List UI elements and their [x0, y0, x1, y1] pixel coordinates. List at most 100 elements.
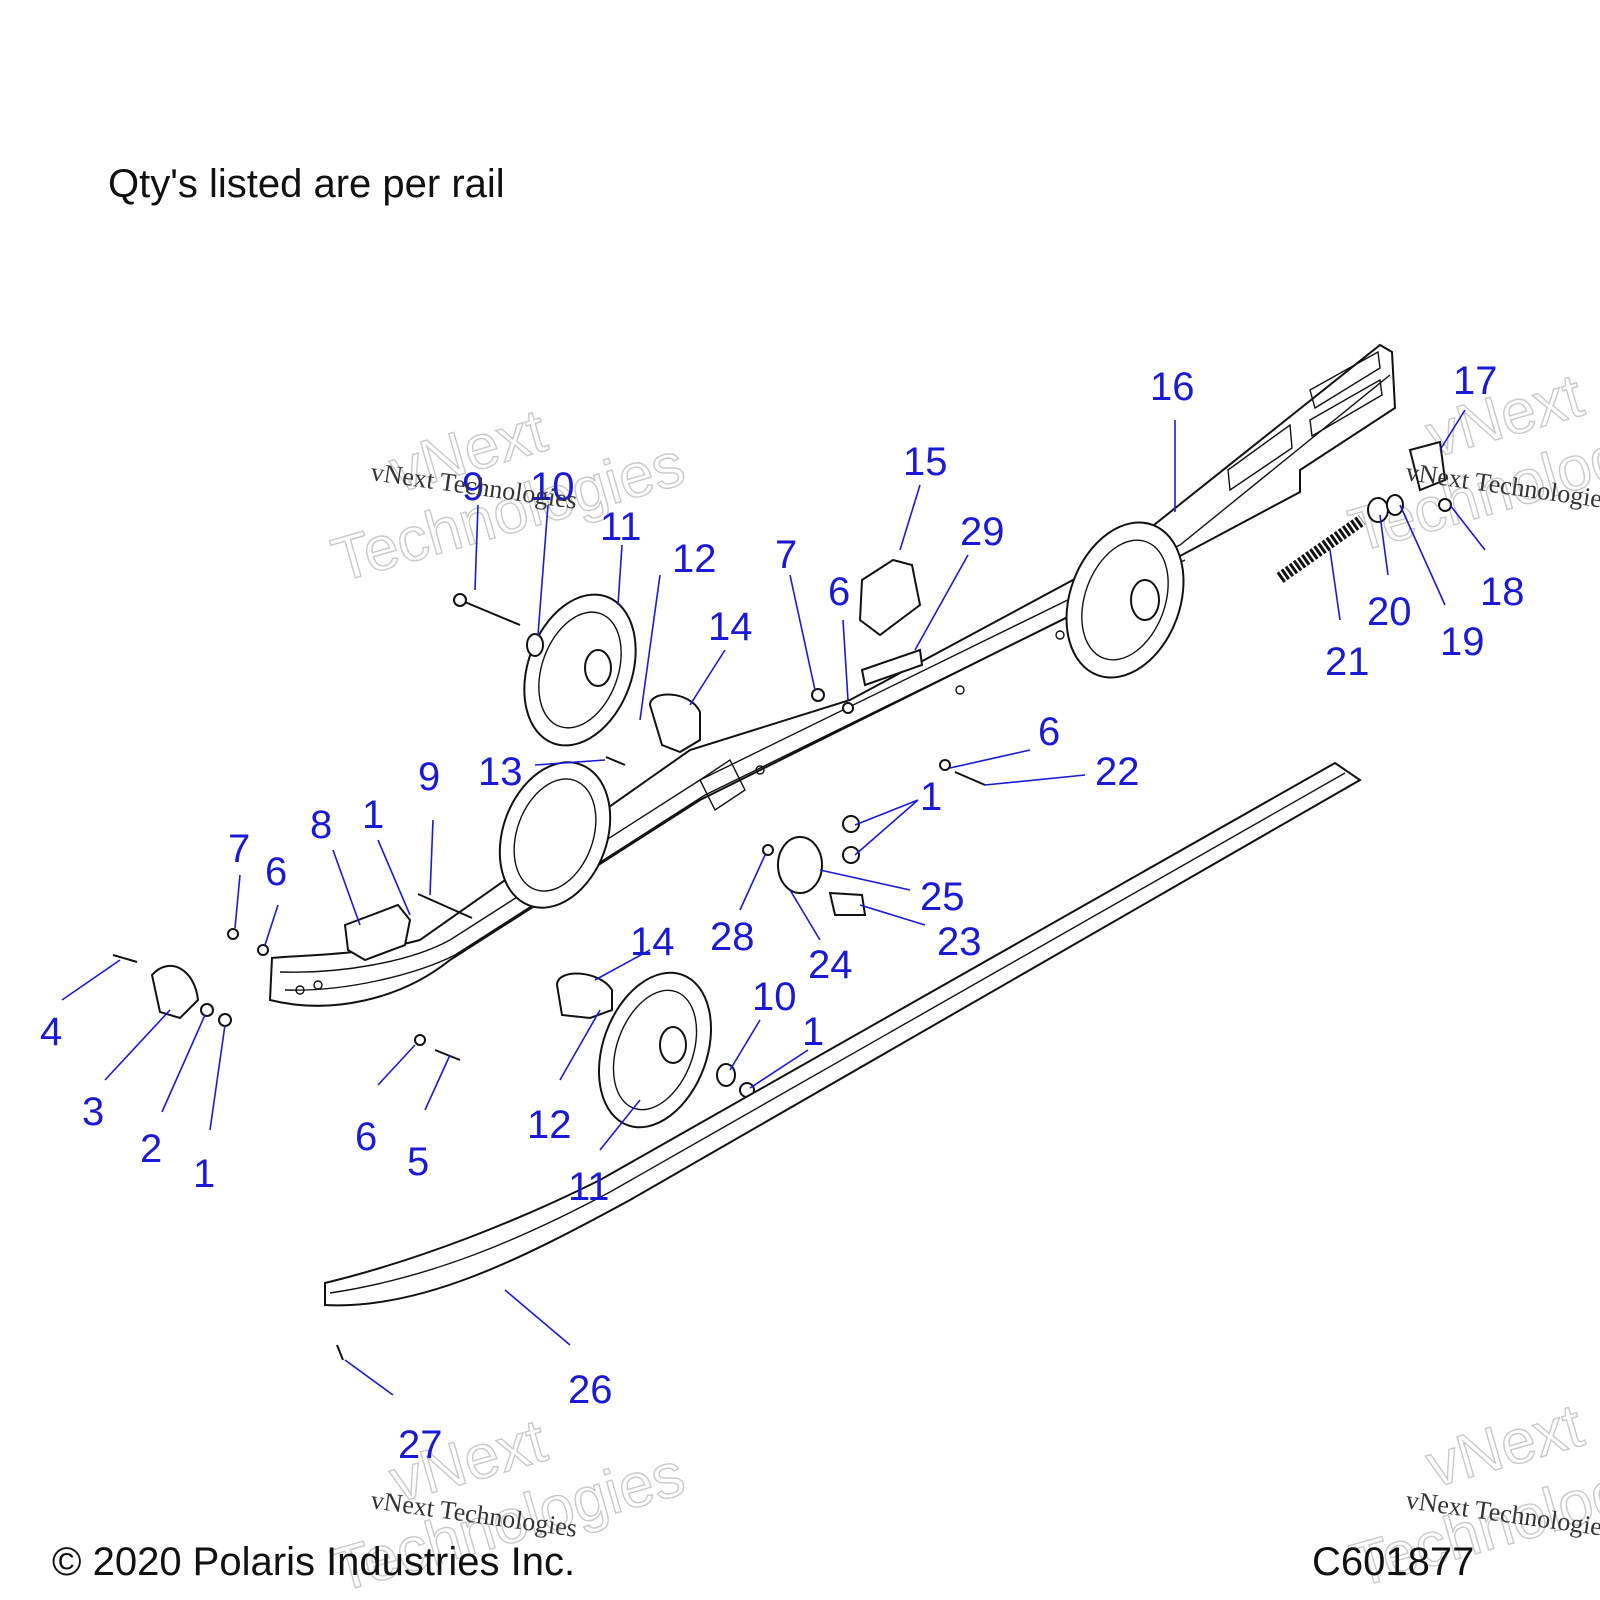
callout-12: 12: [672, 537, 717, 581]
wheel-rim: [498, 761, 612, 909]
callout-5: 5: [407, 1140, 429, 1184]
callout-26: 26: [568, 1368, 613, 1412]
rail-assembly: [268, 343, 1397, 1007]
bolt: [434, 1049, 461, 1061]
callout-4: 4: [40, 1010, 62, 1054]
slider-block: [150, 964, 200, 1020]
washer: [200, 1003, 214, 1017]
callout-9: 9: [462, 465, 484, 509]
wheel-rim: [597, 971, 713, 1129]
callout-10: 10: [530, 465, 575, 509]
wheel-upper-left: [523, 593, 637, 747]
callout-13: 13: [478, 750, 523, 794]
spring: [1276, 515, 1366, 583]
adjuster-plate: [1408, 440, 1447, 492]
leader-lines: [61, 409, 1486, 1396]
copyright-notice: © 2020 Polaris Industries Inc.: [52, 1540, 576, 1584]
spacer-block: [858, 558, 922, 637]
bracket: [343, 903, 412, 962]
small-clip: [762, 844, 774, 856]
bolt-head: [453, 593, 467, 607]
callout-6b: 6: [1038, 710, 1060, 754]
rail-hole: [755, 765, 765, 775]
nut: [227, 928, 239, 940]
bolt: [417, 893, 473, 919]
callout-1d: 1: [193, 1152, 215, 1196]
rail-hole: [955, 685, 965, 695]
callout-8: 8: [310, 803, 332, 847]
callout-20: 20: [1367, 590, 1412, 634]
callout-1a: 1: [920, 775, 942, 819]
slide-rail: [324, 761, 1362, 1361]
washer: [939, 759, 951, 771]
rail-beam: [268, 343, 1397, 1007]
callout-14b: 14: [630, 920, 675, 964]
callout-18: 18: [1480, 570, 1525, 614]
callout-11b: 11: [568, 1165, 610, 1209]
callout-7b: 7: [228, 827, 250, 871]
callout-15: 15: [903, 440, 948, 484]
callout-21: 21: [1325, 640, 1370, 684]
nut: [842, 846, 860, 864]
rail-cutout: [1227, 423, 1293, 492]
rail-cutout: [1309, 350, 1381, 410]
bolt: [954, 771, 986, 786]
washer: [842, 702, 854, 714]
nut: [218, 1013, 232, 1027]
bracket: [648, 693, 701, 754]
washer: [414, 1034, 426, 1046]
figure-id: C601877: [1312, 1540, 1475, 1584]
rail-cutout: [699, 758, 746, 812]
washer: [257, 944, 269, 956]
callout-16: 16: [1150, 365, 1195, 409]
spacer: [828, 891, 867, 916]
washer: [1367, 497, 1389, 523]
wheel-rim: [1065, 521, 1185, 679]
callout-27: 27: [398, 1423, 443, 1467]
callout-6c: 6: [265, 850, 287, 894]
rail-upper-edge: [279, 374, 1391, 973]
wheel-rim: [523, 593, 637, 747]
rail-hole: [1055, 630, 1065, 640]
wheel-spokes: [538, 611, 622, 729]
callout-12b: 12: [527, 1103, 572, 1147]
bracket: [555, 972, 613, 1020]
nut: [1438, 498, 1452, 512]
slide-rail-body: [324, 761, 1362, 1307]
wheel-hub: [659, 1026, 687, 1064]
bolt: [112, 954, 138, 963]
callout-6d: 6: [355, 1115, 377, 1159]
callout-23: 23: [937, 920, 982, 964]
callout-14: 14: [708, 605, 753, 649]
wheel-front-lower: [597, 971, 713, 1129]
callout-numbers: 9 10 11 12 14 7 6 15 29 16 17 18 20 19 2…: [40, 359, 1525, 1467]
spacer-pin: [860, 648, 924, 687]
callout-22: 22: [1095, 750, 1140, 794]
callout-17: 17: [1453, 359, 1498, 403]
callout-1c: 1: [802, 1010, 824, 1054]
rail-cutout: [1309, 378, 1383, 438]
bolt: [459, 599, 521, 626]
rivet: [336, 1344, 344, 1361]
wheel-hub: [1130, 579, 1160, 621]
callout-9b: 9: [418, 755, 440, 799]
wheel-hub: [584, 649, 612, 687]
callout-11: 11: [600, 505, 642, 549]
wheel-rear: [1065, 521, 1185, 679]
callout-7: 7: [775, 533, 797, 577]
callout-3: 3: [82, 1090, 104, 1134]
callout-24: 24: [808, 943, 853, 987]
wheel-spokes: [1081, 539, 1169, 661]
bolt: [605, 756, 626, 766]
quantity-note: Qty's listed are per rail: [108, 162, 505, 206]
callout-10b: 10: [752, 975, 797, 1019]
callout-25: 25: [920, 875, 965, 919]
callout-28: 28: [710, 915, 755, 959]
callout-1b: 1: [362, 793, 384, 837]
wheel-spokes: [513, 778, 597, 892]
washer: [526, 633, 544, 657]
callout-19: 19: [1440, 620, 1485, 664]
slide-rail-edge: [329, 772, 1346, 1294]
rail-hole: [313, 980, 323, 990]
